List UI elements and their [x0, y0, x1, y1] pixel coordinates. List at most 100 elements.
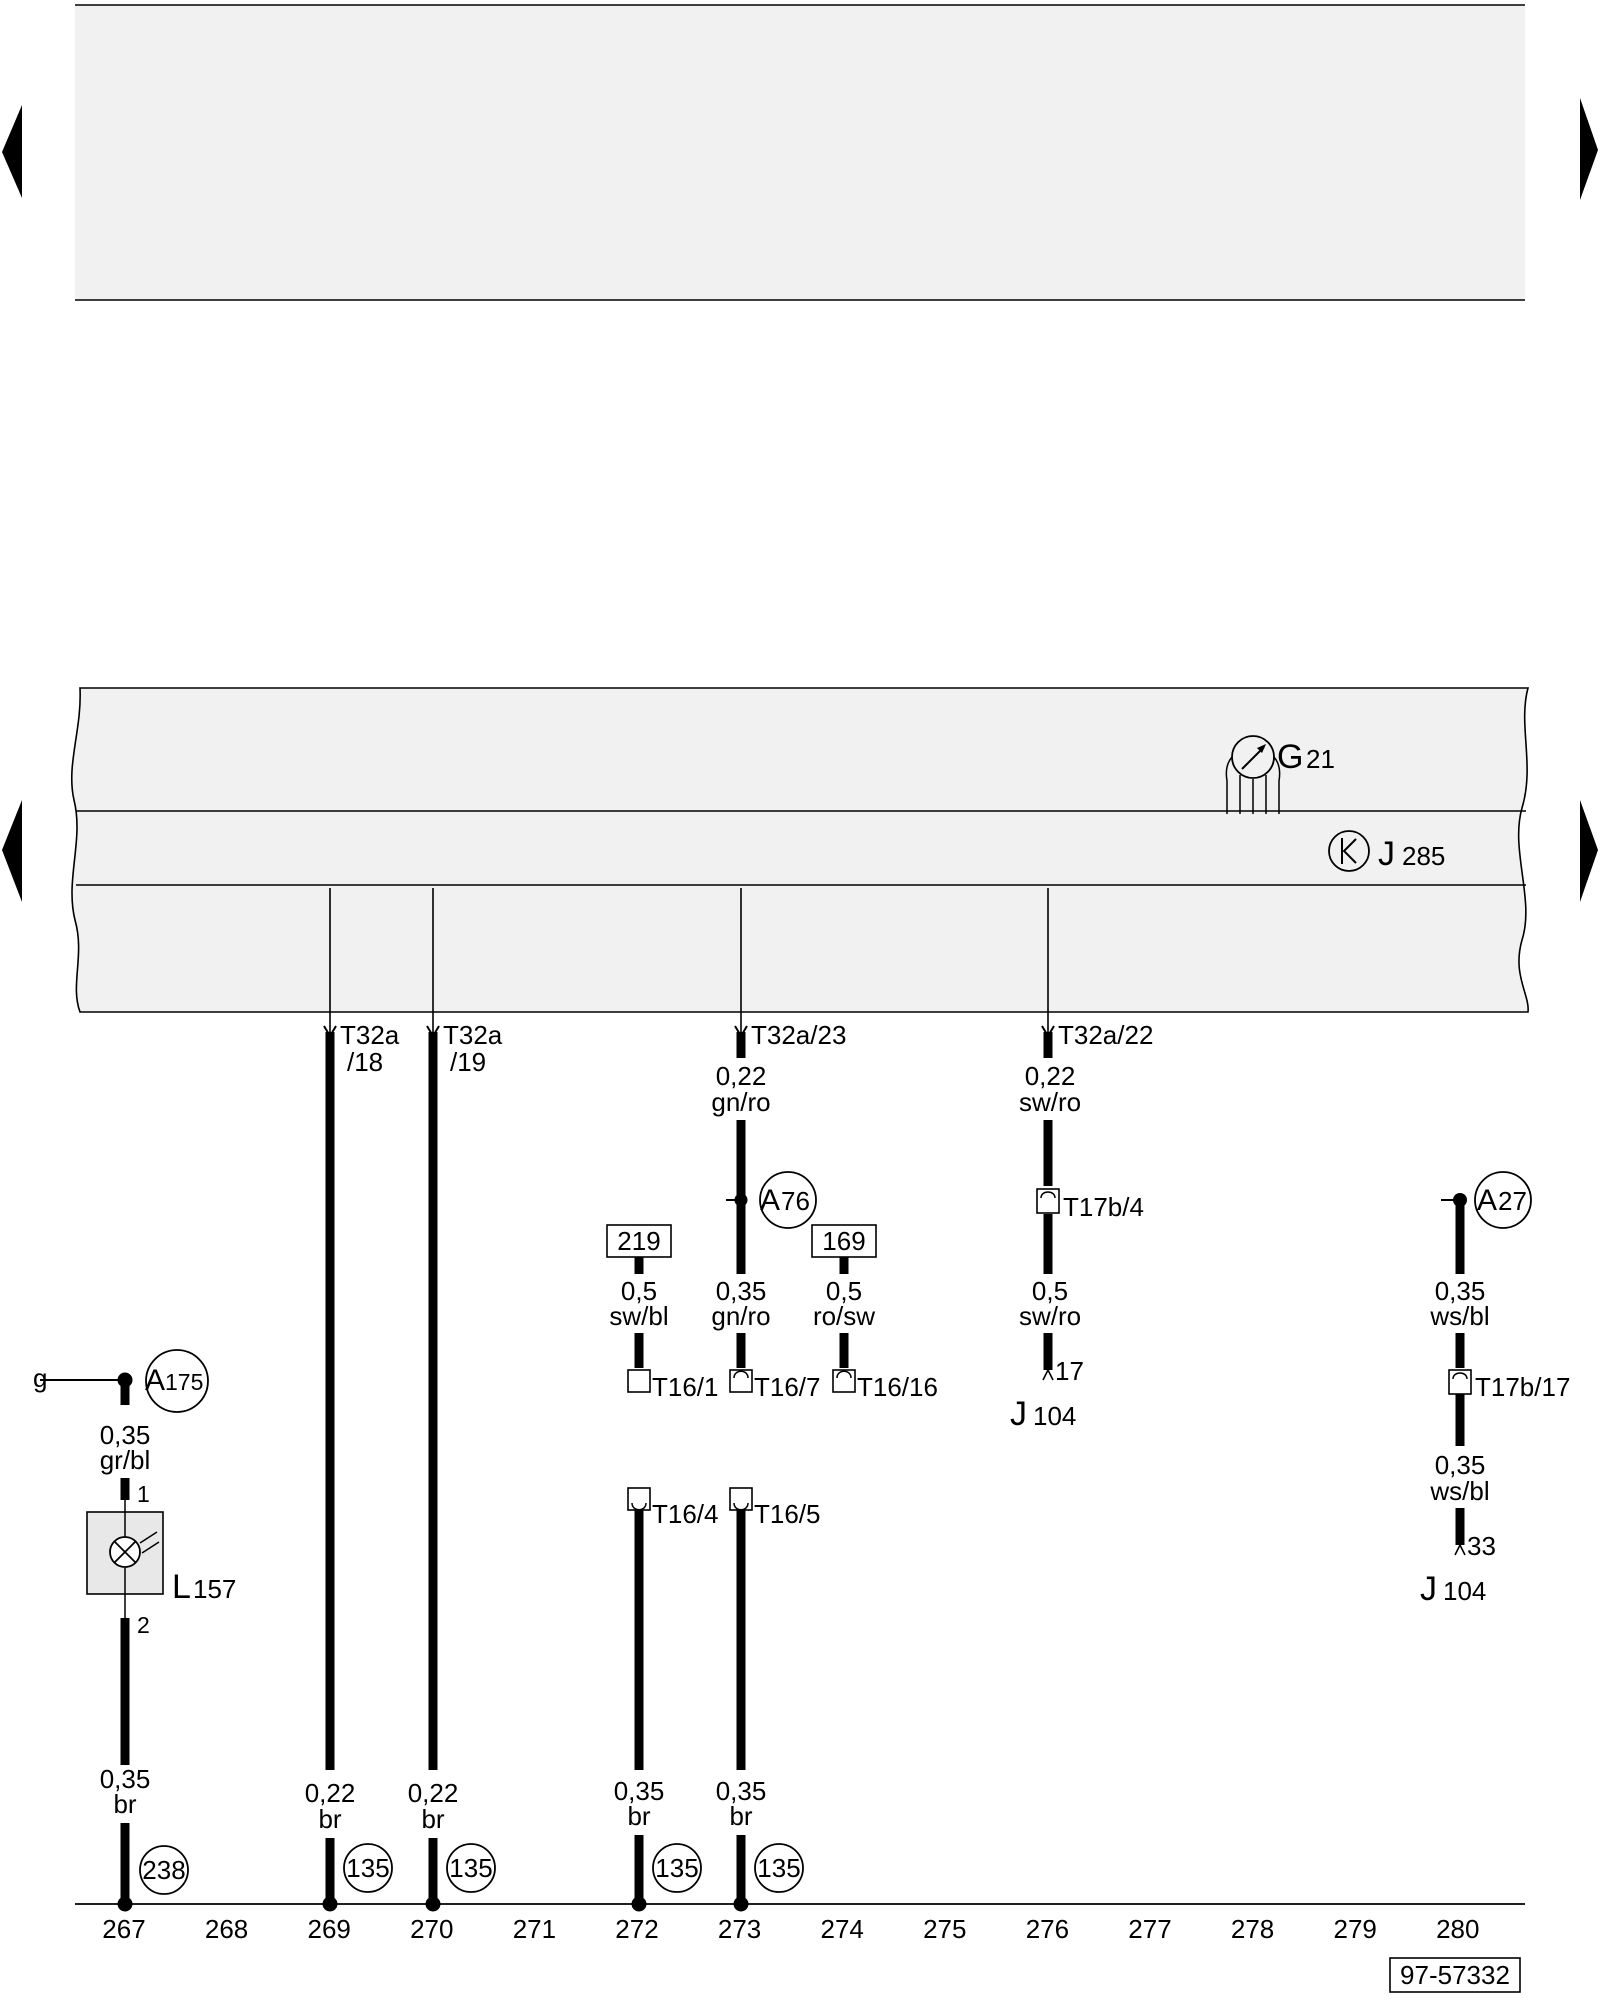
connector-icon — [627, 1487, 651, 1511]
connector-icon — [729, 1487, 753, 1511]
lamp-pin-1: 1 — [137, 1481, 150, 1507]
a27-letter: A — [1477, 1184, 1497, 1217]
a27-num: 27 — [1498, 1186, 1527, 1216]
wire-270-color: br — [421, 1804, 444, 1834]
wire-269-size: 0,22 — [305, 1778, 356, 1808]
panel-leads — [329, 888, 1049, 1035]
t17b-17-label: T17b/17 — [1475, 1372, 1570, 1402]
track-number: 270 — [410, 1914, 453, 1944]
wire-272: T16/4 0,35 br 135 — [614, 1487, 719, 1912]
track-number: 271 — [513, 1914, 556, 1944]
j104-b-num: 104 — [1443, 1576, 1486, 1606]
wire-272-color: br — [627, 1801, 650, 1831]
page-next-arrow-icon-2[interactable] — [1580, 800, 1598, 902]
track-number: 268 — [205, 1914, 248, 1944]
wire-270: T32a /19 0,22 br 135 — [408, 1020, 503, 1912]
t16-5-label: T16/5 — [754, 1499, 821, 1529]
wire-267-color: gr/bl — [100, 1445, 151, 1475]
wire-273: T32a/23 0,22 gn/ro A 76 0,35 gn/ro T16/7… — [711, 1020, 846, 1912]
j104-pin-17: 17 — [1055, 1356, 1084, 1386]
t16-1-label: T16/1 — [652, 1372, 719, 1402]
l157-letter: L — [172, 1568, 191, 1606]
wire-267-lower-size: 0,35 — [100, 1764, 151, 1794]
wire-280-lower-color: ws/bl — [1429, 1476, 1489, 1506]
wire-276-middle-color: sw/ro — [1019, 1301, 1081, 1331]
connector-icon — [832, 1369, 856, 1393]
page-prev-arrow-icon[interactable] — [2, 105, 22, 198]
ref-219-label: 219 — [617, 1226, 660, 1256]
junction-a175 — [145, 1349, 209, 1413]
wire-273-middle-color: gn/ro — [711, 1301, 770, 1331]
ref-169-label: 169 — [822, 1226, 865, 1256]
track-number: 274 — [821, 1914, 864, 1944]
wire-280-upper-color: ws/bl — [1429, 1301, 1489, 1331]
ground-238-label: 238 — [142, 1855, 185, 1885]
a76-num: 76 — [781, 1186, 810, 1216]
track-number: 280 — [1436, 1914, 1479, 1944]
junction-a27 — [1474, 1171, 1532, 1229]
wire-276-upper-size: 0,22 — [1025, 1061, 1076, 1091]
wire-269-connector-b: /18 — [347, 1047, 383, 1077]
wire-273-upper-color: gn/ro — [711, 1087, 770, 1117]
wire-270-connector-a: T32a — [443, 1020, 503, 1050]
ground-135-269 — [343, 1843, 393, 1893]
ground-269-label: 135 — [346, 1853, 389, 1883]
wire-169-size: 0,5 — [826, 1276, 862, 1306]
j104-a-letter: J — [1010, 1395, 1027, 1433]
wire-273-lower-color: br — [729, 1801, 752, 1831]
wire-219-color: sw/bl — [609, 1301, 668, 1331]
a175-num: 175 — [165, 1369, 203, 1395]
connector-icon — [1036, 1188, 1060, 1214]
wire-276-upper-color: sw/ro — [1019, 1087, 1081, 1117]
page-next-arrow-icon[interactable] — [1580, 98, 1598, 200]
wire-269-connector-a: T32a — [340, 1020, 400, 1050]
top-panel — [2, 4, 1598, 301]
lamp-pin-2: 2 — [137, 1612, 150, 1638]
wire-269-color: br — [318, 1804, 341, 1834]
ground-135-273 — [754, 1843, 804, 1893]
ground-238 — [139, 1845, 189, 1895]
ground-270-label: 135 — [449, 1853, 492, 1883]
ref-219-branch: 219 0,5 sw/bl T16/1 — [606, 1224, 719, 1402]
control-unit-icon — [1328, 830, 1370, 872]
wire-267-size: 0,35 — [100, 1420, 151, 1450]
doc-id: 97-57332 — [1400, 1960, 1510, 1990]
wire-280-upper-size: 0,35 — [1435, 1276, 1486, 1306]
j104-pin-33: 33 — [1467, 1531, 1496, 1561]
ground-273-label: 135 — [757, 1853, 800, 1883]
j285-label: J — [1378, 835, 1395, 873]
j104-b-letter: J — [1420, 1570, 1437, 1608]
wire-276: T32a/22 0,22 sw/ro T17b/4 0,5 sw/ro 17 J… — [1010, 1020, 1153, 1433]
ground-135-272 — [652, 1843, 702, 1893]
a175-letter: A — [145, 1364, 165, 1397]
track-number: 275 — [923, 1914, 966, 1944]
wire-267: g A 175 0,35 gr/bl 1 L 157 2 0,35 br 238 — [33, 1349, 236, 1912]
wire-219-size: 0,5 — [621, 1276, 657, 1306]
wire-280: A 27 0,35 ws/bl T17b/17 0,35 ws/bl 33 J … — [1420, 1171, 1570, 1608]
page-prev-arrow-icon-2[interactable] — [2, 800, 22, 902]
ref-box-219 — [606, 1224, 672, 1258]
track-number: 269 — [308, 1914, 351, 1944]
g21-label: G — [1277, 738, 1303, 776]
junction-a76 — [759, 1171, 817, 1229]
wire-276-middle-size: 0,5 — [1032, 1276, 1068, 1306]
wire-267-lower-color: br — [113, 1789, 136, 1819]
t17b-4-label: T17b/4 — [1063, 1192, 1144, 1222]
wire-280-lower-size: 0,35 — [1435, 1450, 1486, 1480]
t16-4-label: T16/4 — [652, 1499, 719, 1529]
gauge-icon — [1225, 735, 1281, 814]
t16-16-label: T16/16 — [857, 1372, 938, 1402]
wire-270-size: 0,22 — [408, 1778, 459, 1808]
track-number: 278 — [1231, 1914, 1274, 1944]
wire-273-middle-size: 0,35 — [716, 1276, 767, 1306]
wire-273-connector: T32a/23 — [751, 1020, 846, 1050]
wire-272-size: 0,35 — [614, 1776, 665, 1806]
track-number: 267 — [102, 1914, 145, 1944]
track-number: 276 — [1026, 1914, 1069, 1944]
ref-box-169 — [811, 1224, 877, 1258]
ref-169-branch: 169 0,5 ro/sw T16/16 — [811, 1224, 938, 1402]
track-number: 277 — [1128, 1914, 1171, 1944]
ground-135-270 — [446, 1843, 496, 1893]
a76-letter: A — [760, 1184, 780, 1217]
